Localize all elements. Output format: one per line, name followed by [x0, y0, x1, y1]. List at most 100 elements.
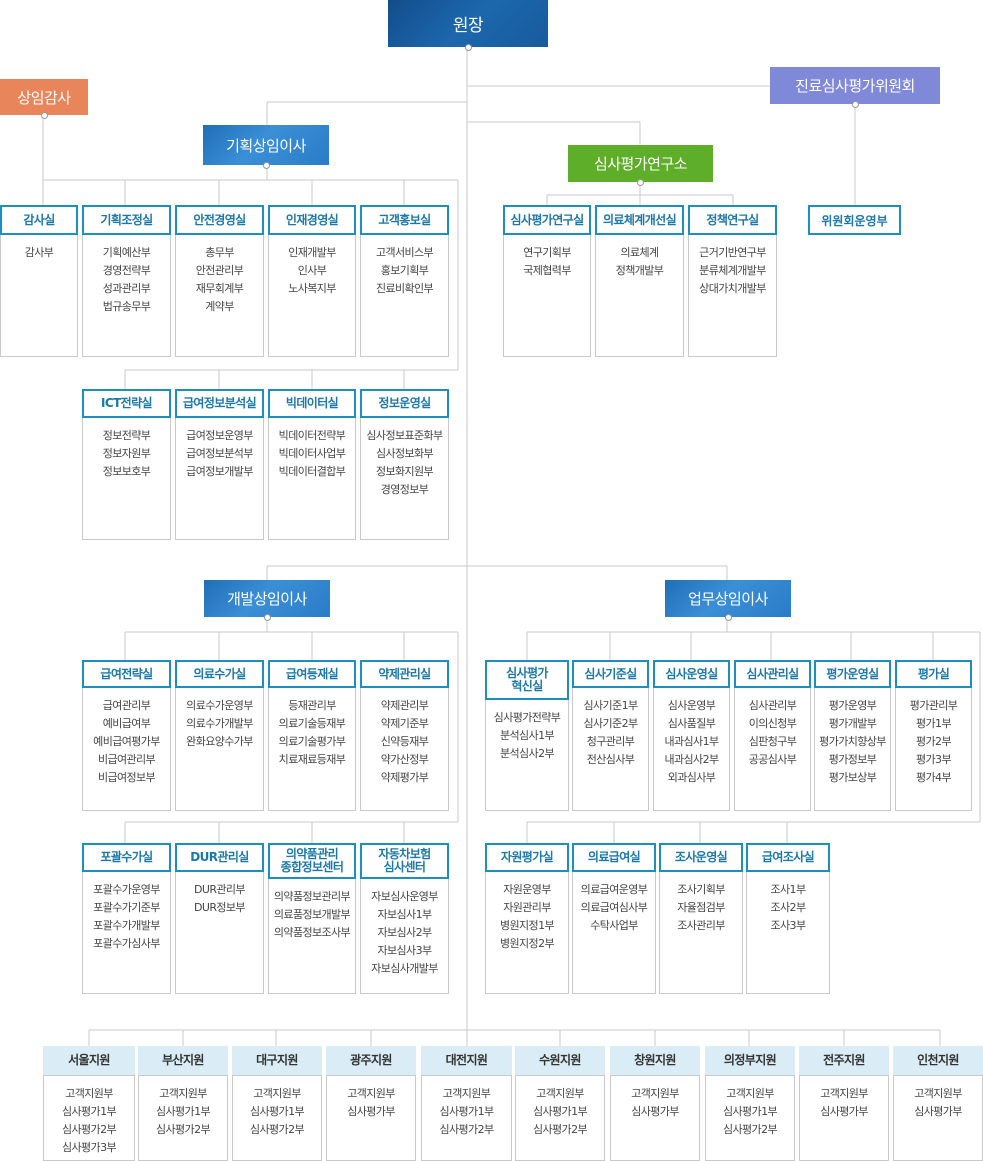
unit-item: 의료수가운영부 — [186, 699, 253, 712]
unit-item: 정보전략부 — [102, 429, 151, 442]
unit-item: 심판청구부 — [748, 735, 797, 748]
unit-item: 심사평가3부 — [62, 1141, 117, 1154]
unit-item: 고객지원부 — [631, 1087, 679, 1100]
connector-dot — [263, 614, 271, 621]
dept-infoops-header: 정보운영실 — [360, 389, 449, 418]
dept-ict-header: ICT전략실 — [82, 389, 171, 418]
unit-item: 분석심사2부 — [500, 747, 555, 760]
unit-item: 빅데이터전략부 — [278, 429, 346, 442]
dept-paystrategy-header: 급여전략실 — [82, 660, 171, 688]
committee-unit-label: 위원회운영부 — [821, 213, 888, 228]
unit-item: 심사평가부 — [631, 1105, 679, 1118]
branch-header: 서울지원 — [43, 1046, 135, 1075]
unit-item: 기획예산부 — [102, 246, 151, 259]
unit-item: 공공심사부 — [748, 753, 797, 766]
director-label: 원장 — [452, 16, 484, 36]
unit-item: 고객지원부 — [442, 1087, 491, 1100]
unit-item: 심사평가1부 — [250, 1105, 305, 1118]
unit-item: 심사평가부 — [820, 1105, 868, 1118]
dept-research-header: 심사평가연구실 — [503, 205, 591, 235]
unit-item: 정보화지원부 — [375, 465, 434, 478]
unit-item: 분류체계개발부 — [699, 264, 766, 277]
unit-item: 심사평가2부 — [533, 1123, 588, 1136]
unit-item: 법규송무부 — [102, 300, 151, 313]
branch-header: 대구지원 — [232, 1046, 322, 1075]
unit-item: 분석심사1부 — [500, 729, 555, 742]
dept-hr-header: 인재경영실 — [268, 205, 356, 235]
dept-payreg-header: 급여등재실 — [268, 660, 356, 688]
unit-item: 비급여관리부 — [97, 753, 156, 766]
unit-item: 의료체계 — [620, 246, 659, 259]
committee-box: 진료심사평가위원회 — [770, 67, 940, 108]
dept-payinfo-header: 급여정보분석실 — [175, 389, 264, 418]
unit-item: 완화요양수가부 — [186, 735, 253, 748]
unit-item: 인사부 — [297, 264, 327, 277]
dept-survey-header: 조사운영실 — [659, 843, 743, 872]
unit-item: 의료급여심사부 — [580, 901, 648, 914]
unit-item: 고객지원부 — [253, 1087, 301, 1100]
branch-header: 부산지원 — [138, 1046, 228, 1075]
unit-item: 노사복지부 — [288, 282, 336, 295]
unit-item: 심사평가2부 — [250, 1123, 305, 1136]
development-director-box: 개발상임이사 — [204, 580, 330, 621]
unit-item: 조사1부 — [770, 883, 807, 896]
unit-item: 급여정보개발부 — [186, 465, 253, 478]
unit-item: 성과관리부 — [102, 282, 151, 295]
unit-item: 포괄수가심사부 — [93, 937, 160, 950]
unit-item: 조사2부 — [770, 901, 807, 914]
research-institute-label: 심사평가연구소 — [593, 155, 688, 173]
connector-dot — [851, 101, 859, 108]
unit-item: 급여정보분석부 — [186, 447, 253, 460]
dept-drug-header: 약제관리실 — [360, 660, 449, 688]
unit-item: 인재개발부 — [288, 246, 336, 259]
unit-item: DUR관리부 — [194, 883, 246, 896]
unit-item: 평가관리부 — [909, 699, 958, 712]
unit-item: 자보심사2부 — [377, 926, 433, 939]
dept-dur-header: DUR관리실 — [175, 843, 264, 872]
connector-dot — [724, 614, 732, 621]
unit-item: DUR정보부 — [194, 901, 246, 914]
unit-item: 고객서비스부 — [375, 246, 434, 259]
branch-header: 전주지원 — [799, 1046, 889, 1075]
connector-dot — [637, 179, 644, 186]
auditor-label: 상임감사 — [17, 88, 71, 107]
unit-item: 국제협력부 — [523, 264, 571, 277]
committee-unit: 위원회운영부 — [808, 205, 901, 235]
unit-item: 의료급여운영부 — [580, 883, 648, 896]
unit-item: 심사정보화부 — [375, 447, 434, 460]
unit-item: 고객지원부 — [726, 1087, 774, 1100]
